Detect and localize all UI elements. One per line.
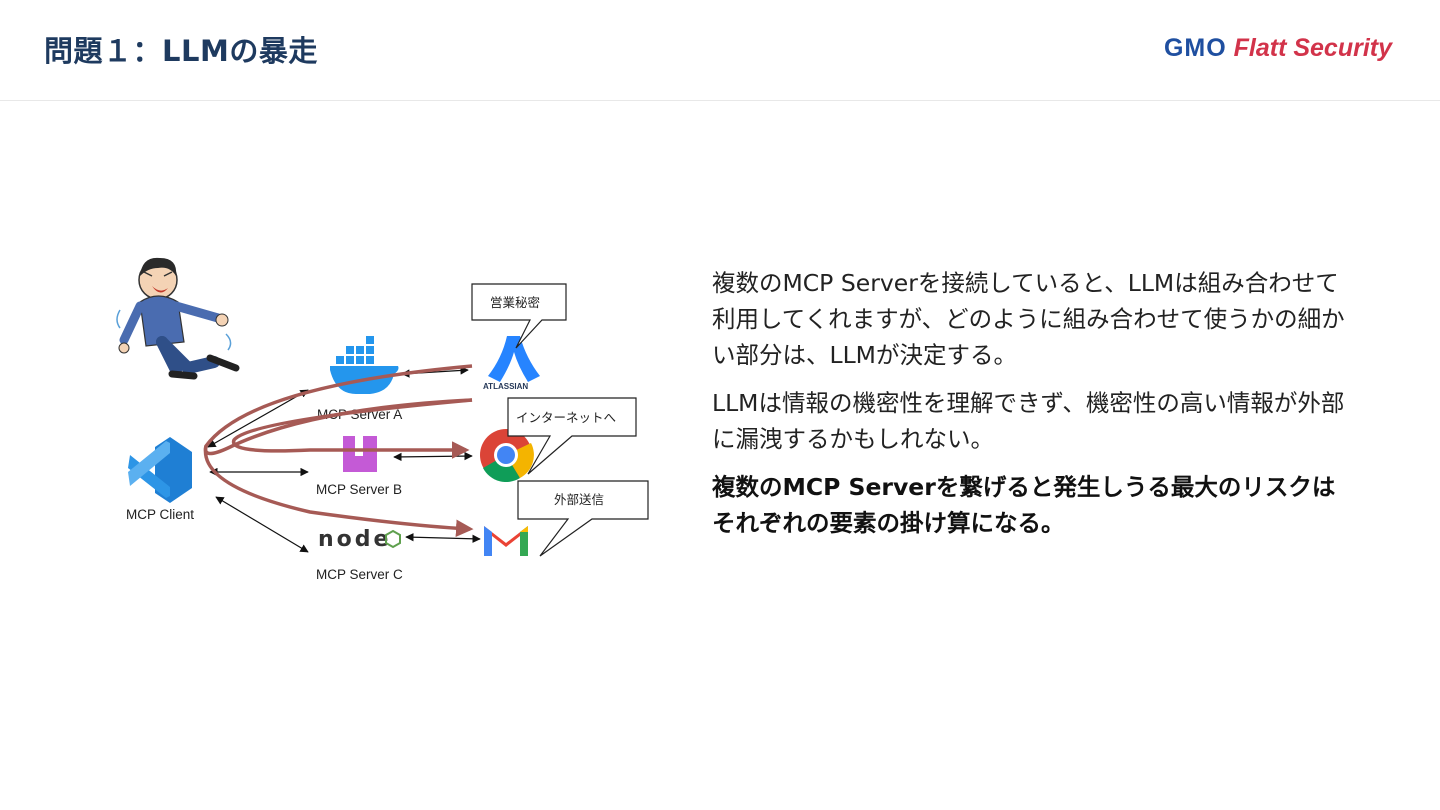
panicking-person-icon	[116, 257, 240, 380]
bubble-to-internet-text: インターネットへ	[516, 410, 616, 425]
node-text: node	[318, 527, 391, 552]
bubble-trade-secret: 営業秘密	[471, 283, 567, 349]
bubble-trade-secret-text: 営業秘密	[490, 295, 540, 310]
atlassian-icon: ATLASSIAN	[483, 336, 540, 391]
mcp-risk-diagram: MCP Client MCP Server A MCP Server B nod…	[116, 257, 649, 582]
logo-flatt-security: Flatt Security	[1233, 34, 1392, 62]
nodejs-icon: node	[318, 527, 401, 552]
mcp-server-b-label: MCP Server B	[316, 482, 402, 497]
atlassian-label: ATLASSIAN	[483, 382, 528, 391]
server-b-icon	[343, 436, 377, 472]
vscode-icon	[128, 437, 192, 503]
logo-gmo: GMO	[1163, 34, 1227, 62]
mcp-client-label: MCP Client	[126, 507, 194, 522]
data-leak-flow	[203, 364, 474, 538]
bubble-external-send: 外部送信	[517, 480, 649, 557]
page-title: 問題１：LLMの暴走	[44, 34, 318, 68]
mcp-server-c-label: MCP Server C	[316, 567, 403, 582]
bubble-external-send-text: 外部送信	[554, 492, 604, 507]
header-bar: 問題１：LLMの暴走 GMO Flatt Security	[0, 0, 1440, 101]
bubble-to-internet: インターネットへ	[507, 397, 637, 475]
gmail-icon	[484, 524, 528, 556]
company-logo: GMO Flatt Security	[1164, 34, 1392, 63]
paragraph-1: 複数のMCP Serverを接続していると、LLMは組み合わせて利用してくれます…	[712, 269, 1345, 369]
chrome-icon	[480, 429, 534, 483]
explanation-text: 複数のMCP Serverを接続していると、LLMは組み合わせて利用してくれます…	[712, 265, 1352, 553]
paragraph-2: LLMは情報の機密性を理解できず、機密性の高い情報が外部に漏洩するかもしれない。	[712, 389, 1345, 453]
paragraph-risk-emphasis: 複数のMCP Serverを繋げると発生しうる最大のリスクはそれぞれの要素の掛け…	[712, 473, 1336, 537]
